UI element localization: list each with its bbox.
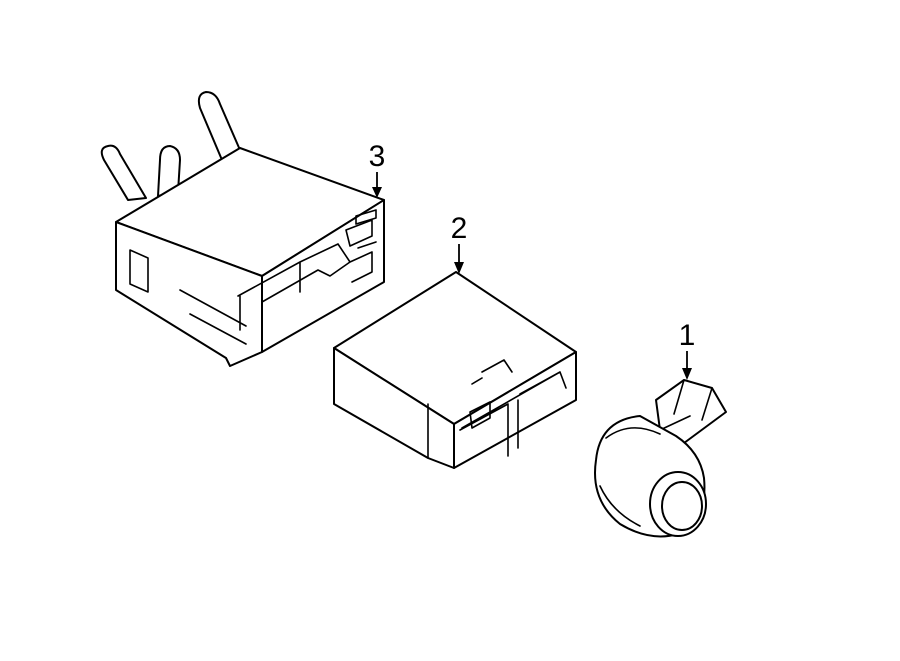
callout-1: 1 [679,319,696,380]
bracket-inner-detail [179,219,373,345]
sensor-body-ring [599,427,661,527]
bracket-slots [355,209,377,249]
callout-1-arrow-icon [682,368,692,380]
callout-1-label: 1 [679,319,696,352]
callout-3: 3 [369,140,386,198]
part-1-sensor[interactable] [594,379,727,538]
callout-2: 2 [451,212,468,274]
bracket-side-face [261,199,385,353]
part-2-module[interactable] [333,271,577,469]
callout-3-arrow-icon [372,187,382,198]
bracket-prong-left [100,144,147,201]
sensor-stem-detail [659,379,713,431]
callout-2-label: 2 [451,212,468,245]
callout-2-arrow-icon [454,262,464,274]
bracket-prong-right [197,91,241,161]
sensor-face-inner [661,481,703,531]
callout-3-label: 3 [369,140,386,173]
part-3-bracket[interactable] [100,91,385,367]
module-front-face [333,347,455,469]
bracket-front-window [129,249,149,293]
module-connector-detail [427,359,567,459]
bracket-prong-middle [157,145,181,197]
